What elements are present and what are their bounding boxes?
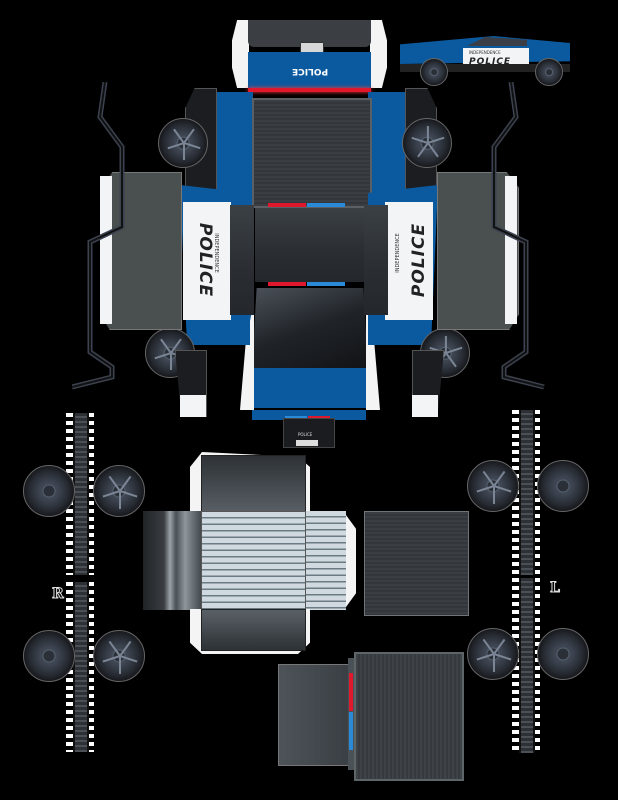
bed-bottom-wall <box>201 609 306 651</box>
roof-strip-light-blue <box>349 712 353 750</box>
hood <box>246 368 372 408</box>
bed-cover-square <box>364 511 469 616</box>
right-side-small-text: INDEPENDENCE <box>394 233 401 273</box>
left-side-front-tip <box>180 395 206 417</box>
axle-left-bottom-wheel-outer <box>537 628 589 680</box>
license-plate-front <box>296 440 318 446</box>
right-side-door-panel <box>385 202 433 320</box>
bed-rear-panel <box>143 511 203 610</box>
roof-light-red <box>268 282 306 286</box>
left-bed-flap-edge <box>100 176 112 324</box>
rear-window <box>255 208 367 282</box>
right-bed-flap-edge <box>505 176 517 324</box>
front-light-red <box>308 416 330 418</box>
axle-left-bottom <box>512 578 540 753</box>
axle-label-right: R <box>52 586 65 603</box>
preview-car-wheel-front <box>535 58 563 86</box>
left-side-door-panel <box>183 202 231 320</box>
axle-label-left: L <box>550 580 561 597</box>
right-bracket <box>484 82 546 392</box>
left-side-window <box>230 205 254 315</box>
rear-panel: POLICE <box>248 20 371 92</box>
axle-right-top-wheel-inner <box>93 465 145 517</box>
cover-light-red <box>268 203 306 207</box>
right-side-police-label: POLICE <box>409 222 430 298</box>
roof-light-blue <box>307 282 345 286</box>
cover-light-blue <box>307 203 345 207</box>
tonneau-cover <box>252 98 372 208</box>
axle-left-top-wheel-inner <box>467 460 519 512</box>
left-bracket <box>72 82 125 390</box>
axle-right-bottom-wheel-inner <box>93 630 145 682</box>
preview-car-wheel-rear <box>420 58 448 86</box>
right-side-front-tip <box>412 395 438 417</box>
preview-car: POLICE INDEPENDENCE <box>395 28 575 86</box>
left-side-small-text: INDEPENDENCE <box>212 233 219 273</box>
rear-light-bar <box>248 88 371 92</box>
preview-car-small-text: INDEPENDENCE <box>469 50 501 55</box>
rear-police-label: POLICE <box>292 66 329 76</box>
bed-floor-extension <box>306 511 346 610</box>
roof-strip-light-red <box>349 673 353 711</box>
axle-right-bottom-wheel-outer <box>23 630 75 682</box>
front-light-blue <box>285 416 307 418</box>
bed-top-wall <box>201 455 306 515</box>
left-side-wheel-rear <box>158 118 208 168</box>
windshield <box>252 288 368 368</box>
bed-floor <box>201 511 306 612</box>
left-bed-flap <box>100 172 182 330</box>
roof-panel-left <box>278 664 350 766</box>
rear-glue-tab-right <box>370 20 387 88</box>
roof-panel-right <box>354 652 464 781</box>
axle-left-top-wheel-outer <box>537 460 589 512</box>
front-police-label: POLICE <box>298 432 313 437</box>
axle-left-bottom-wheel-inner <box>467 628 519 680</box>
preview-car-police-label: POLICE <box>469 57 512 67</box>
rear-panel-blue <box>248 52 371 90</box>
bed-floor-end-tab <box>346 515 356 607</box>
preview-car-window <box>467 37 527 46</box>
preview-car-lower-trim <box>400 64 570 72</box>
right-side-window <box>364 205 388 315</box>
right-side-wheel-rear <box>402 118 452 168</box>
axle-right-top-wheel-outer <box>23 465 75 517</box>
front-bumper-blue <box>252 410 366 420</box>
rear-glue-tab-left <box>232 20 249 88</box>
